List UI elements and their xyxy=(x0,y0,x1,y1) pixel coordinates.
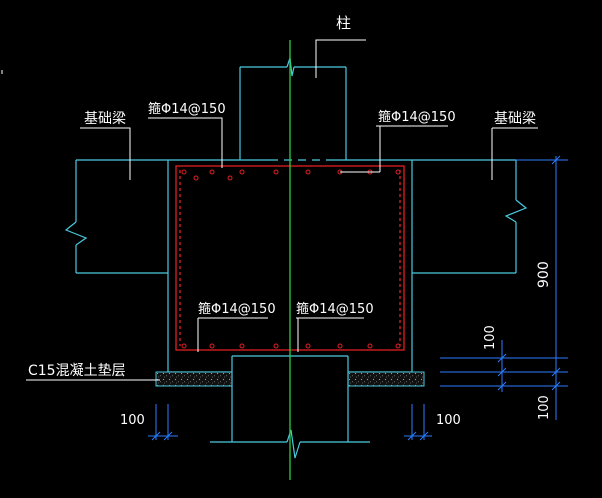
foundation-beam-label-left: 基础梁 xyxy=(84,110,126,127)
pile-outline xyxy=(210,355,370,459)
beam-top-line xyxy=(64,159,528,274)
rebar-dot-top xyxy=(305,169,311,175)
column-outline xyxy=(239,57,347,160)
rebar-dot-top xyxy=(239,169,245,175)
foundation-beam-label-right: 基础梁 xyxy=(494,110,536,127)
rebar-dot-bottom xyxy=(367,343,373,349)
dimension-cushion-right-bottom xyxy=(404,404,432,441)
rebar-dot-bottom xyxy=(273,343,279,349)
rebar-dot-bottom xyxy=(239,343,245,349)
cushion-label: C15混凝土垫层 xyxy=(28,363,126,379)
rebar-dot-top xyxy=(395,169,401,175)
rebar-dot-bottom xyxy=(395,343,401,349)
rebar-label-top-right: 箍Φ14@150 xyxy=(378,109,456,125)
dimension-cushion-right xyxy=(440,340,568,420)
rebar-dot-top xyxy=(273,169,279,175)
rebar-dot-top xyxy=(209,169,215,175)
rebar-dot-bottom xyxy=(337,343,343,349)
rebar-dot-top xyxy=(193,175,199,181)
dimension-cushion-left xyxy=(148,404,178,441)
rebar-dots xyxy=(181,169,401,349)
dimension-cushion-right-bottom-text: 100 xyxy=(537,395,552,420)
column-label: 柱 xyxy=(336,14,351,32)
rebar-label-bottom-right: 箍Φ14@150 xyxy=(296,301,374,317)
rebar-dot-bottom xyxy=(305,343,311,349)
beam-label-leaders xyxy=(80,127,538,180)
dimension-total-height xyxy=(516,155,568,386)
column-label-leader xyxy=(315,39,366,78)
dimension-total-height-text: 900 xyxy=(536,261,552,288)
dimension-cushion-right-top-text: 100 xyxy=(483,325,498,350)
rebar-dot-top xyxy=(181,169,187,175)
rebar-dot-top xyxy=(227,175,233,181)
rebar-label-leaders-top xyxy=(148,117,448,173)
rebar-label-leaders-bottom xyxy=(197,317,364,352)
rebar-dot-bottom xyxy=(181,343,187,349)
rebar-label-bottom-left: 箍Φ14@150 xyxy=(198,301,276,317)
dimension-cushion-left-text: 100 xyxy=(120,413,145,428)
rebar-dot-bottom xyxy=(209,343,215,349)
rebar-label-top-left: 箍Φ14@150 xyxy=(148,101,226,117)
cushion-layer-left xyxy=(155,371,233,387)
cushion-layer-right xyxy=(347,371,425,387)
dimension-cushion-right-text: 100 xyxy=(436,413,461,428)
